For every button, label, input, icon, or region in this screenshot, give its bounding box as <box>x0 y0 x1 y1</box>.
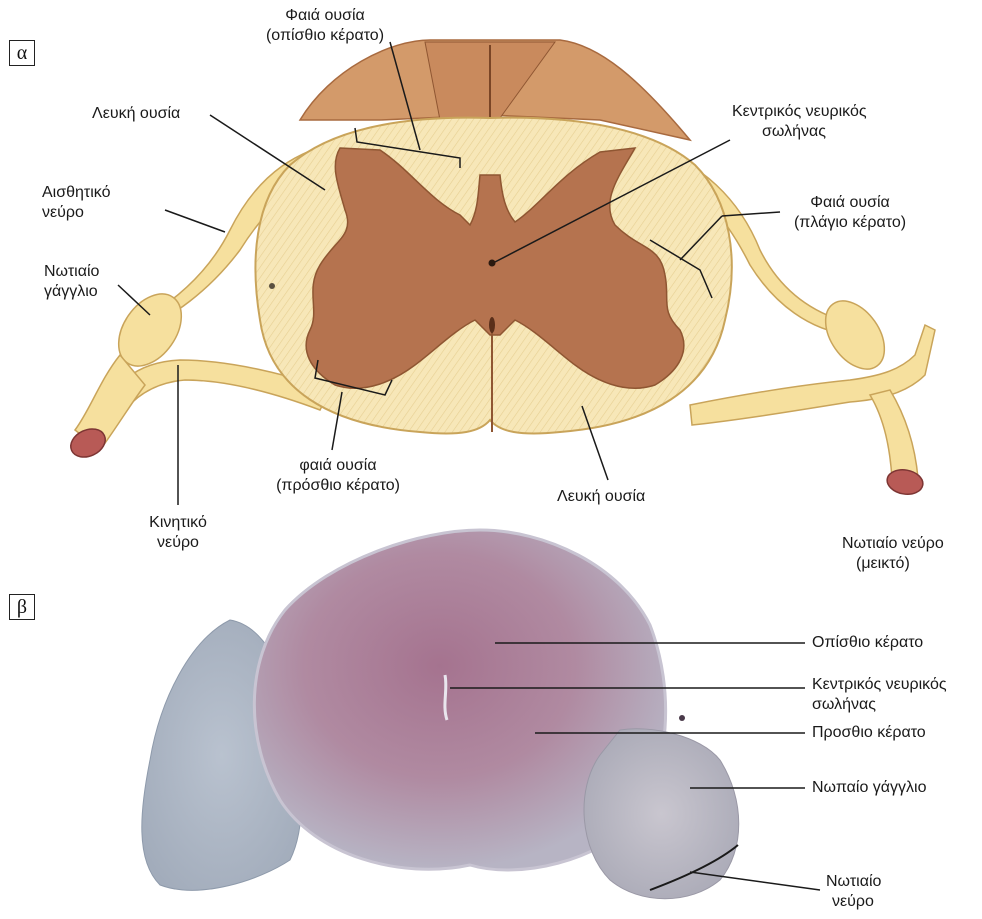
label-posterior-horn-b: Οπίσθιο κέρατο <box>812 633 923 653</box>
panel-tag-b: β <box>9 594 35 620</box>
ganglion-tissue <box>584 729 739 899</box>
label-white-matter-top: Λευκή ουσία <box>92 104 180 124</box>
label-grey-lateral-horn: Φαιά ουσία (πλάγιο κέρατο) <box>794 193 906 233</box>
label-central-canal-a: Κεντρικός νευρικός σωλήνας <box>732 102 867 142</box>
label-grey-posterior-horn: Φαιά ουσία (οπίσθιο κέρατο) <box>266 6 384 46</box>
label-spinal-nerve-b: Νωτιαίο νεύρο <box>826 872 881 912</box>
central-canal <box>489 260 496 267</box>
spinal-ganglion-right <box>814 290 897 380</box>
label-grey-anterior-horn: φαιά ουσία (πρόσθιο κέρατο) <box>276 456 400 496</box>
spinal-nerve-right <box>870 390 918 478</box>
label-spinal-ganglion-b: Νωπαίο γάγγλιο <box>812 778 926 798</box>
label-spinal-ganglion-a: Νωτιαίο γάγγλιο <box>44 262 99 302</box>
label-motor-nerve: Κινητικό νεύρο <box>149 513 207 553</box>
label-central-canal-b: Κεντρικός νευρικός σωλήνας <box>812 675 947 715</box>
label-sensory-nerve: Αισθητικό νεύρο <box>42 183 110 223</box>
label-spinal-nerve-mixed: Νωτιαίο νεύρο (μεικτό) <box>842 534 944 574</box>
panel-tag-a: α <box>9 40 35 66</box>
label-anterior-horn-b: Προσθιο κέρατο <box>812 723 926 743</box>
label-white-matter-bottom: Λευκή ουσία <box>557 487 645 507</box>
panel-b-micrograph <box>142 530 739 899</box>
